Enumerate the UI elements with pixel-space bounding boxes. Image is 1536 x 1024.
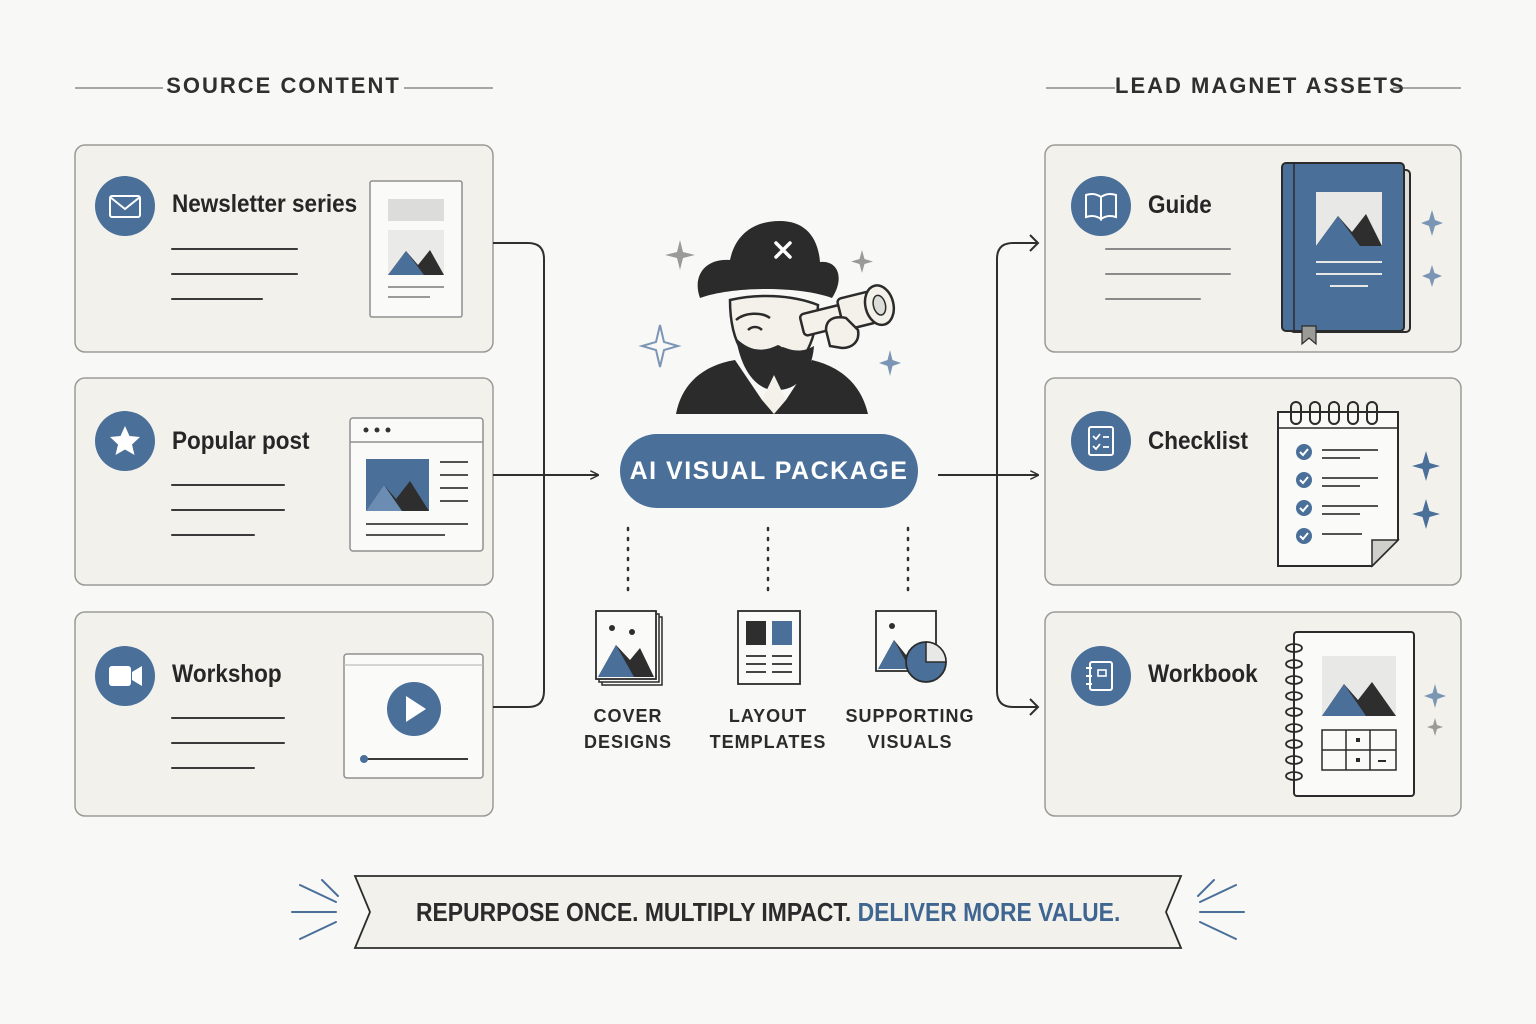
output-label-cover-designs: COVER DESIGNS <box>548 703 708 755</box>
checklist-notepad-illustration <box>1277 401 1400 568</box>
source-content-heading: SOURCE CONTENT <box>166 73 401 98</box>
sparkle-icons <box>638 210 1446 736</box>
stacked-images-icon <box>595 610 663 686</box>
open-book-icon <box>1071 176 1131 236</box>
output-label-layout-templates: LAYOUT TEMPLATES <box>688 703 848 755</box>
ai-visual-package-label: AI VISUAL PACKAGE <box>629 456 909 485</box>
ai-visual-package-pill <box>620 434 918 508</box>
output-label-line: TEMPLATES <box>709 732 827 752</box>
output-label-line: LAYOUT <box>728 706 808 726</box>
star-icon <box>95 411 155 471</box>
video-thumbnail <box>343 653 484 779</box>
slogan-inner: REPURPOSE ONCE. MULTIPLY IMPACT. DELIVER… <box>416 897 1120 928</box>
source-label-workshop: Workshop <box>172 660 282 688</box>
asset-connectors <box>938 234 1040 716</box>
notebook-icon <box>1071 646 1131 706</box>
browser-thumbnail <box>349 417 484 552</box>
asset-label-checklist: Checklist <box>1148 427 1249 455</box>
output-label-line: COVER <box>593 706 663 726</box>
source-label-popular-post: Popular post <box>172 427 310 455</box>
source-connectors <box>493 242 598 708</box>
asset-label-guide: Guide <box>1148 191 1212 219</box>
guide-book-illustration <box>1281 162 1411 346</box>
output-label-supporting-visuals: SUPPORTING VISUALS <box>830 703 990 755</box>
document-thumbnail <box>369 180 463 318</box>
output-label-line: DESIGNS <box>583 732 673 752</box>
slogan-text: REPURPOSE ONCE. MULTIPLY IMPACT. DELIVER… <box>355 876 1181 948</box>
slogan-part-1: REPURPOSE ONCE. MULTIPLY IMPACT. <box>415 896 858 927</box>
output-label-line: SUPPORTING <box>845 706 975 726</box>
output-label-line: VISUALS <box>867 732 953 752</box>
checklist-icon <box>1071 411 1131 471</box>
layout-grid-icon <box>737 610 801 685</box>
pirate-with-spyglass-icon <box>676 221 896 414</box>
image-chart-icon <box>875 610 947 683</box>
lead-magnet-assets-heading: LEAD MAGNET ASSETS <box>1115 73 1406 98</box>
slogan-banner <box>291 875 1245 949</box>
asset-label-workbook: Workbook <box>1148 660 1258 688</box>
source-label-newsletter: Newsletter series <box>172 190 358 218</box>
placeholder-lines <box>171 248 298 769</box>
output-connectors <box>626 526 910 598</box>
placeholder-lines-guide <box>1105 248 1231 300</box>
video-camera-icon <box>95 646 155 706</box>
slogan-part-2: DELIVER MORE VALUE. <box>857 896 1121 927</box>
workbook-notebook-illustration <box>1285 631 1415 797</box>
envelope-icon <box>95 176 155 236</box>
